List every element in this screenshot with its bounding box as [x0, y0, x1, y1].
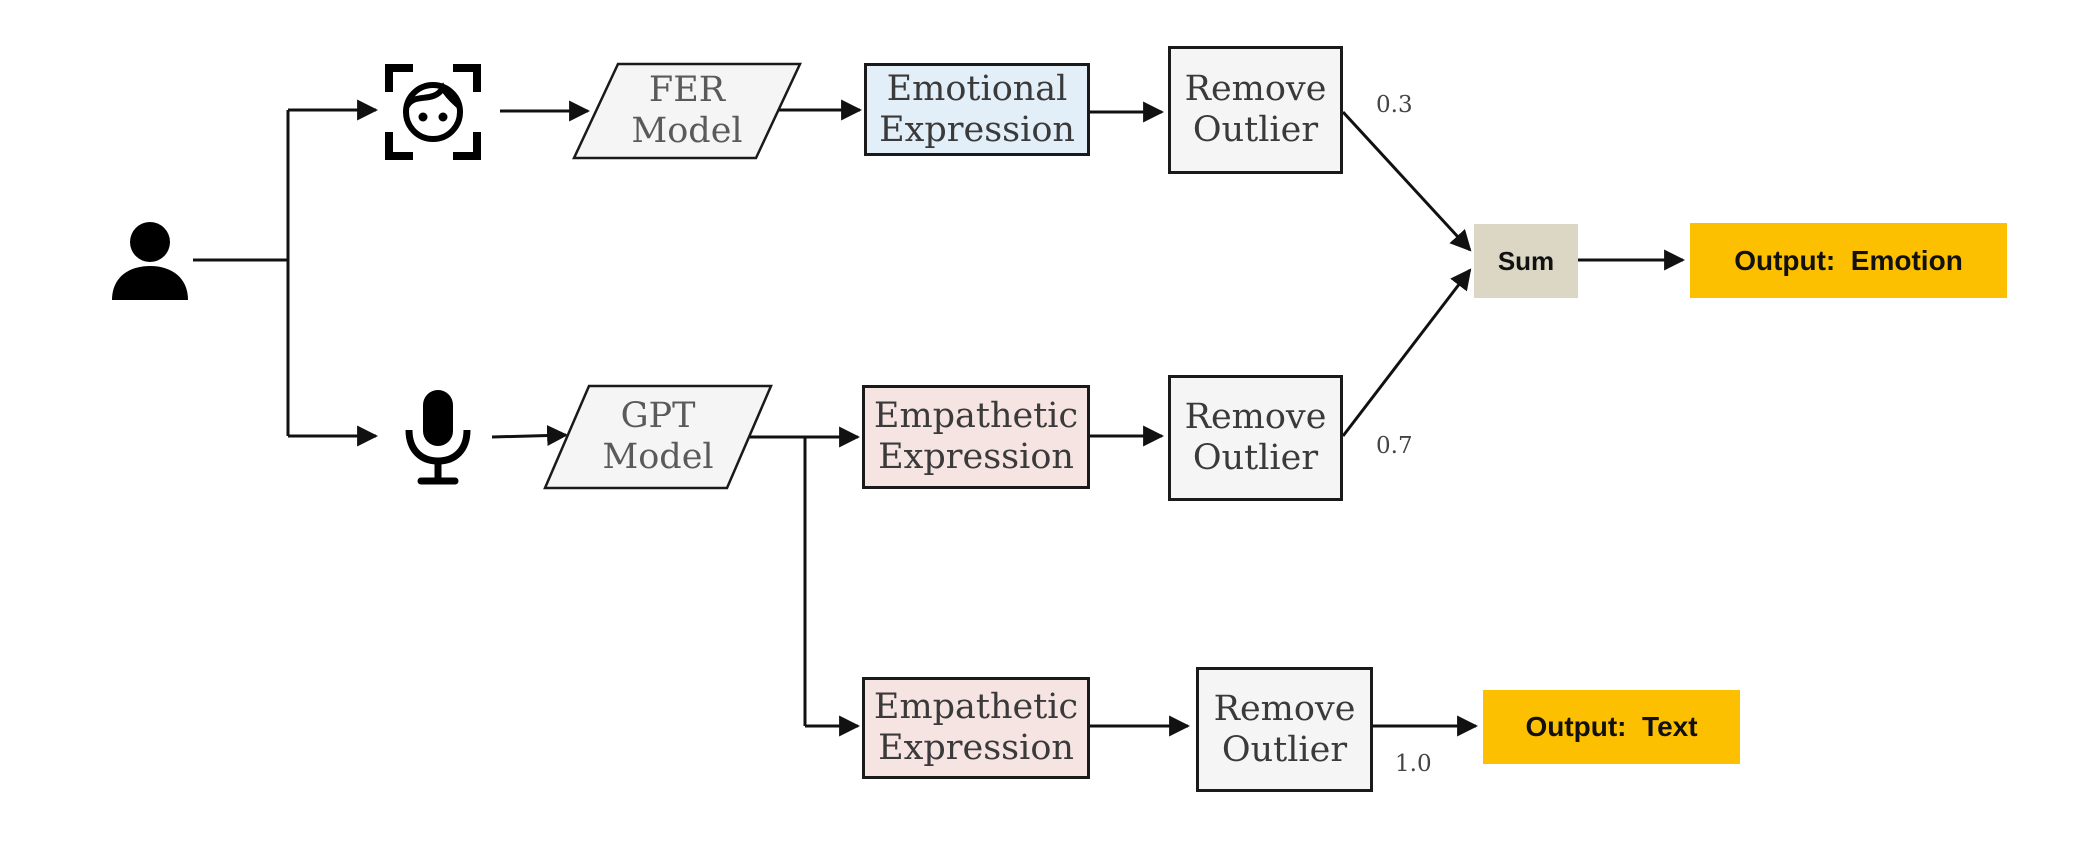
arrow-outlier2-to-sum — [1341, 268, 1472, 437]
remove-outlier-1-node: Remove Outlier — [1168, 46, 1343, 174]
remove-outlier-2-node: Remove Outlier — [1168, 375, 1343, 501]
fer-weight-label: 0.3 — [1376, 92, 1413, 118]
fer-model-line1: FER — [648, 70, 726, 110]
output-text-node: Output: Text — [1483, 690, 1740, 764]
output-emotion-label: Output: Emotion — [1734, 244, 1963, 276]
emotional-expression-line2: Expression — [879, 109, 1075, 150]
fer-model-line2: Model — [631, 111, 743, 151]
empathetic-expression-bottom-line1: Empathetic — [873, 687, 1079, 727]
empathetic-expression-top-line1: Empathetic — [873, 396, 1079, 436]
remove-outlier-2-line2: Outlier — [1192, 438, 1319, 478]
emotional-expression-line1: Emotional — [886, 68, 1068, 109]
arrow-outlier1-to-sum — [1341, 110, 1472, 252]
text-weight-label: 1.0 — [1395, 751, 1432, 777]
remove-outlier-3-line1: Remove — [1213, 688, 1356, 729]
empathetic-expression-top-node: Empathetic Expression — [862, 385, 1090, 489]
emotional-expression-node: Emotional Expression — [864, 63, 1090, 156]
gpt-model-node: GPT Model — [543, 384, 773, 490]
output-emotion-node: Output: Emotion — [1690, 223, 2007, 298]
microphone-icon — [403, 390, 473, 486]
empathetic-expression-bottom-node: Empathetic Expression — [862, 677, 1090, 779]
person-icon — [110, 220, 190, 300]
sum-node: Sum — [1474, 224, 1578, 298]
arrow-mic-to-gpt — [491, 425, 569, 447]
output-text-label: Output: Text — [1525, 711, 1698, 742]
remove-outlier-1-line1: Remove — [1184, 69, 1327, 109]
remove-outlier-3-node: Remove Outlier — [1196, 667, 1373, 792]
fer-model-node: FER Model — [572, 62, 802, 160]
gpt-weight-label: 0.7 — [1376, 433, 1413, 459]
empathetic-expression-bottom-line2: Expression — [878, 728, 1074, 768]
remove-outlier-2-line1: Remove — [1184, 397, 1327, 437]
remove-outlier-3-line2: Outlier — [1221, 729, 1348, 770]
face-scan-icon — [385, 64, 481, 160]
remove-outlier-1-line2: Outlier — [1192, 110, 1319, 150]
gpt-model-line2: Model — [602, 437, 714, 477]
sum-label: Sum — [1497, 245, 1555, 276]
gpt-model-line1: GPT — [620, 396, 696, 436]
empathetic-expression-top-line2: Expression — [878, 437, 1074, 477]
